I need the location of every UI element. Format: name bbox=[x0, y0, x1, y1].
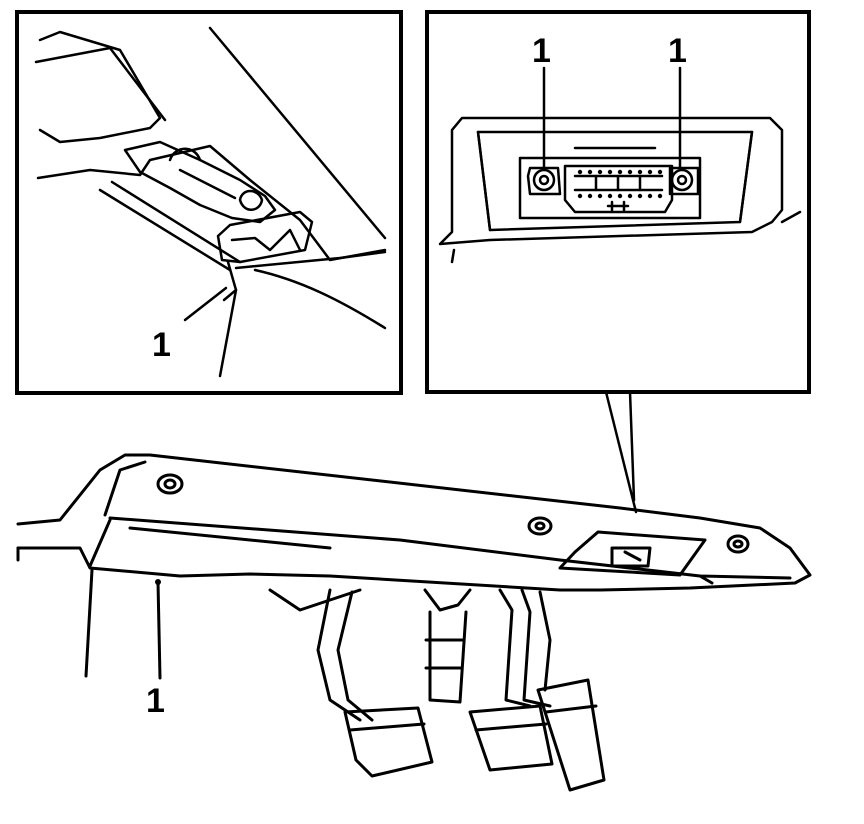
leader-dot bbox=[155, 579, 161, 585]
main-trim-panel bbox=[16, 453, 812, 792]
callout-detail-right-b: 1 bbox=[668, 32, 687, 70]
detail-left-frame bbox=[15, 10, 403, 395]
detail-right-frame bbox=[425, 10, 811, 394]
callout-detail-right-a: 1 bbox=[532, 32, 551, 70]
callout-main: 1 bbox=[146, 682, 165, 720]
detail-right-pin-dots bbox=[577, 169, 663, 199]
callout-detail-left: 1 bbox=[152, 326, 171, 364]
detail-left-drawing bbox=[34, 26, 387, 378]
main-view: 1 bbox=[16, 453, 812, 792]
detail-left-panel: 1 bbox=[15, 10, 403, 395]
detail-right-panel: 1 1 bbox=[425, 10, 811, 514]
detail-right-drawing bbox=[438, 66, 802, 514]
